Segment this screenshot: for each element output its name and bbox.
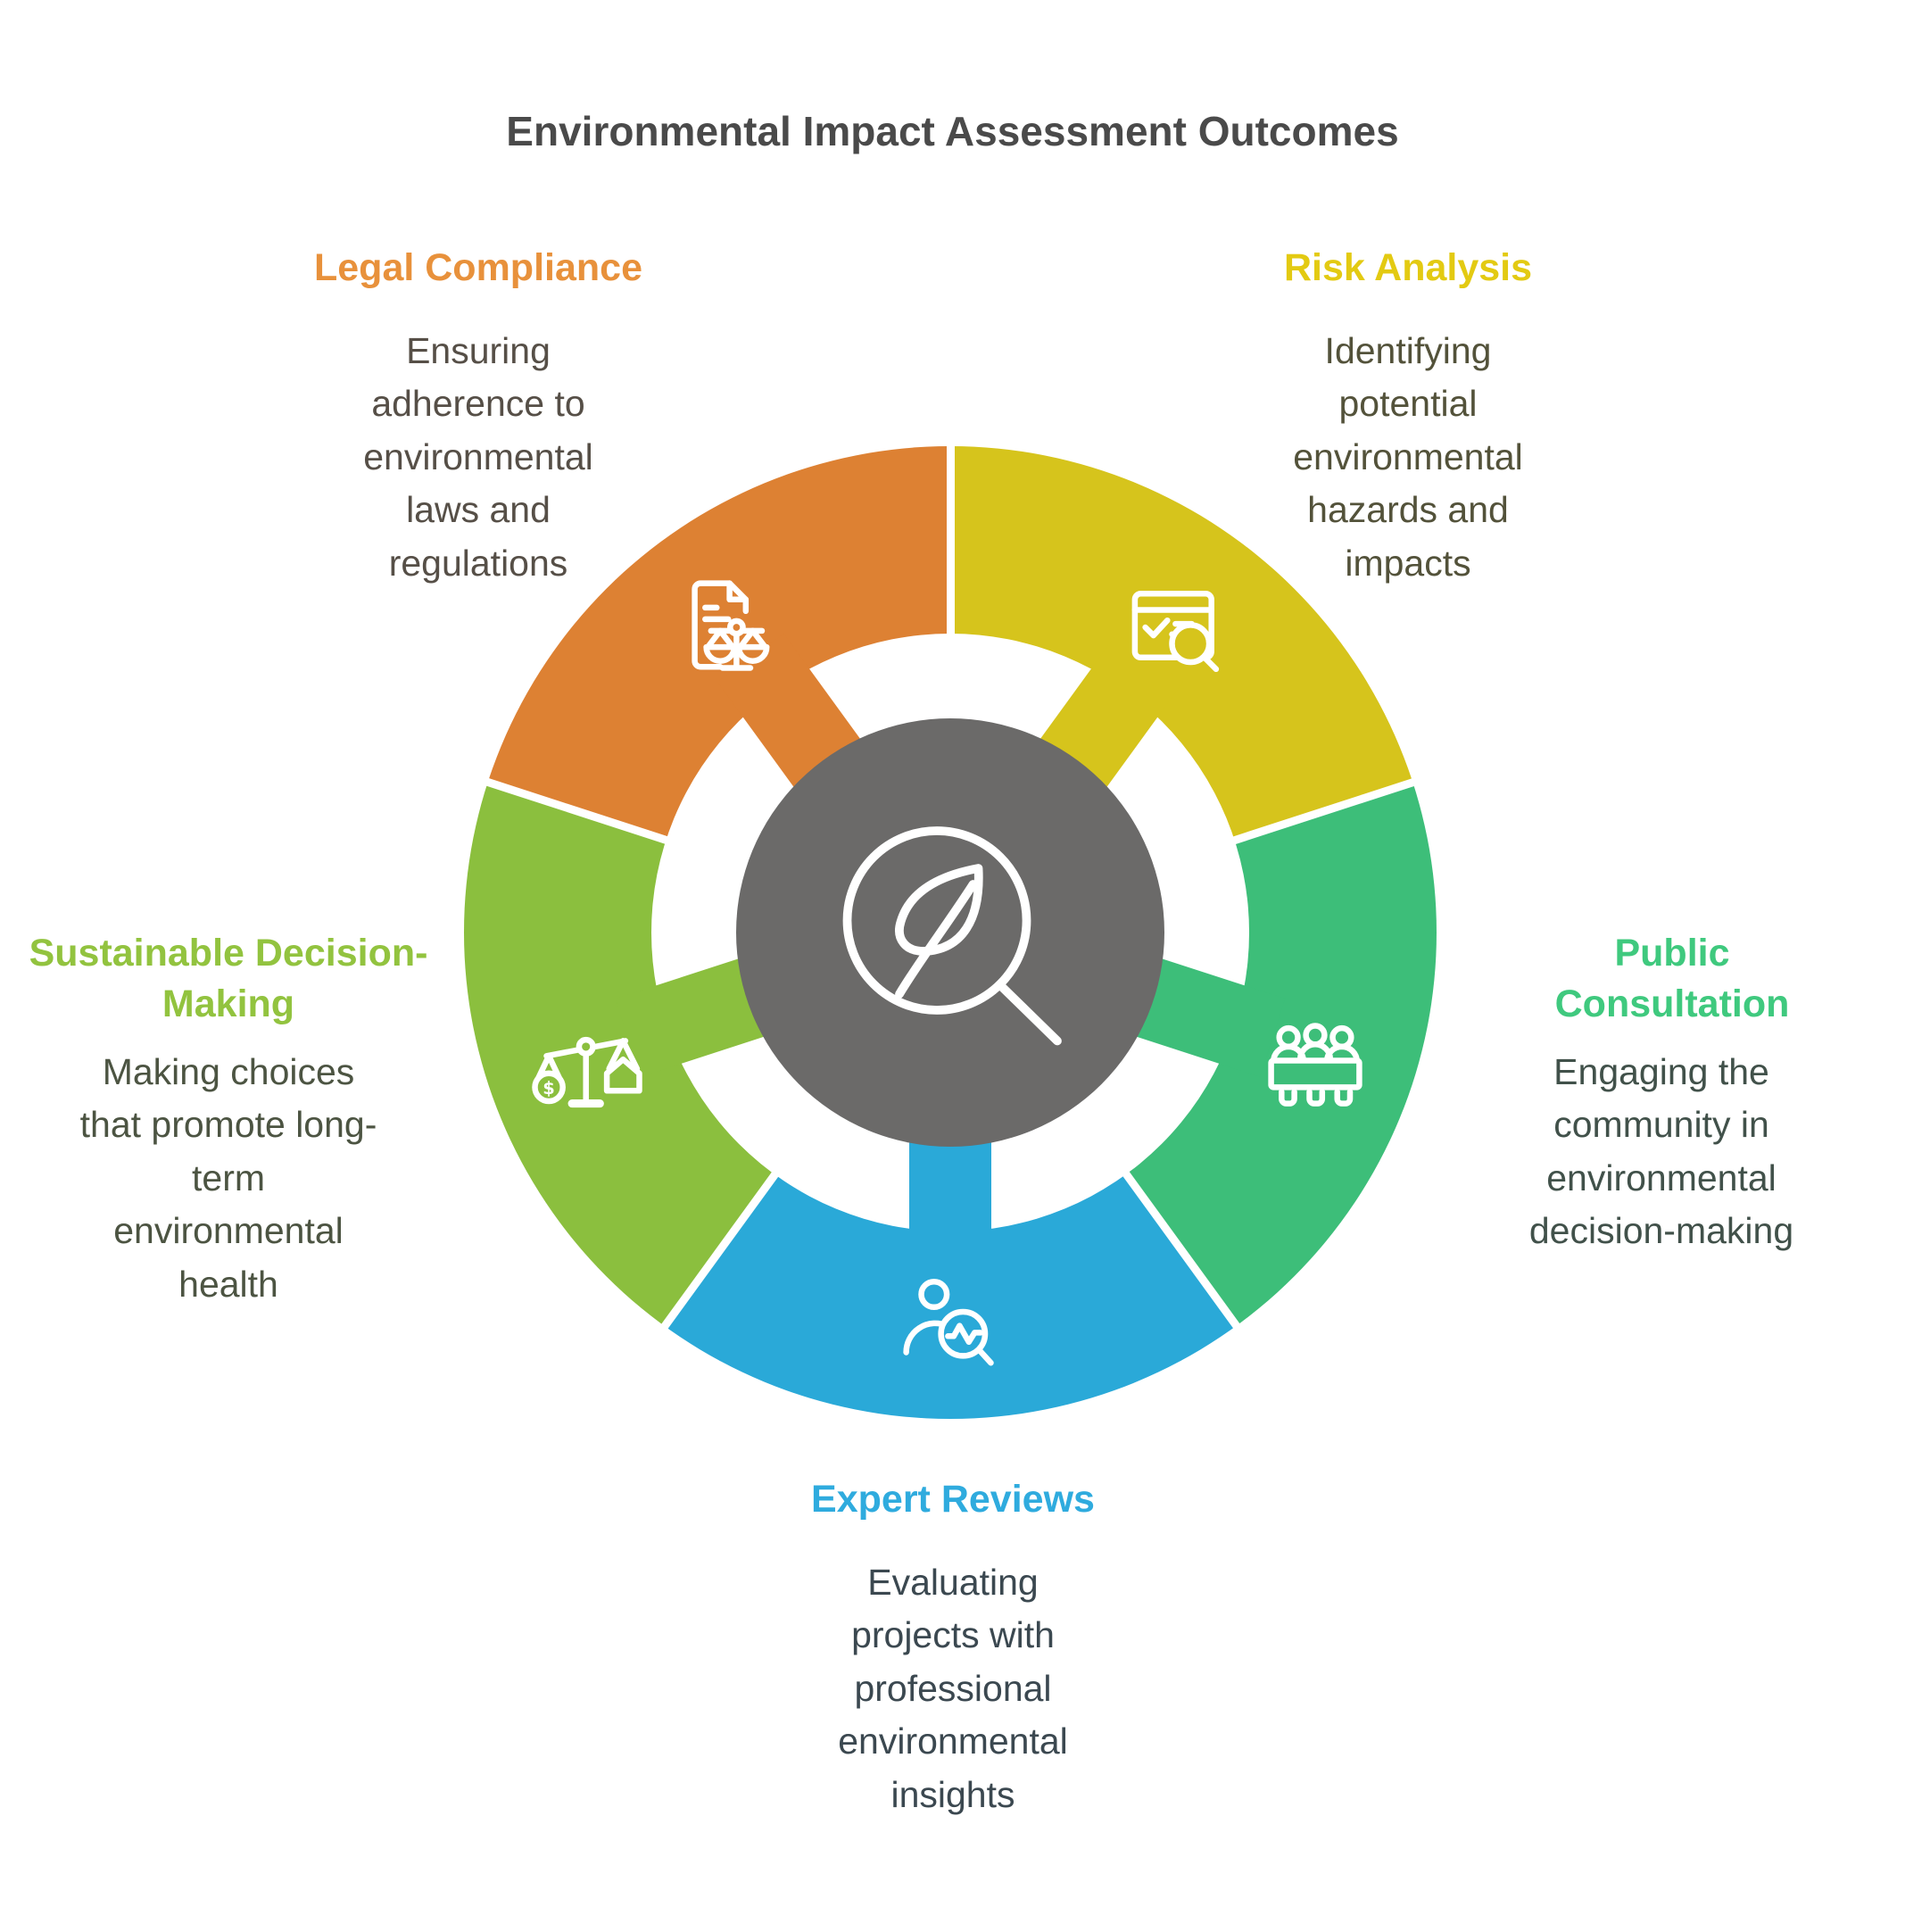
- segment-label-legal-compliance: Legal Compliance: [314, 246, 642, 289]
- page-title: Environmental Impact Assessment Outcomes: [506, 108, 1399, 154]
- segment-description-public-consultation: Engaging the community in environmental …: [1528, 1051, 1794, 1252]
- checklist-search-icon: [1120, 569, 1236, 685]
- document-scales-icon: [669, 569, 785, 685]
- svg-text:$: $: [543, 1078, 555, 1099]
- segment-description-risk-analysis: Identifying potential environmental haza…: [1293, 330, 1523, 584]
- person-analysis-icon: [892, 1265, 1008, 1381]
- center-circle: [736, 718, 1164, 1147]
- scales-money-house-icon: $: [529, 1008, 645, 1124]
- meeting-table-icon: [1257, 1008, 1373, 1124]
- segment-label-expert-reviews: Expert Reviews: [811, 1478, 1095, 1521]
- leaf-search-icon: [816, 799, 1084, 1066]
- segment-label-risk-analysis: Risk Analysis: [1283, 246, 1533, 289]
- segment-description-expert-reviews: Evaluating projects with professional en…: [838, 1562, 1068, 1815]
- segment-label-public-consultation: Public Consultation: [1554, 932, 1790, 1025]
- segment-description-sustainable-decision-making: Making choices that promote long-term en…: [79, 1051, 377, 1305]
- segment-label-sustainable-decision-making: Sustainable Decision-Making: [29, 932, 428, 1025]
- segment-description-legal-compliance: Ensuring adherence to environmental laws…: [363, 330, 593, 584]
